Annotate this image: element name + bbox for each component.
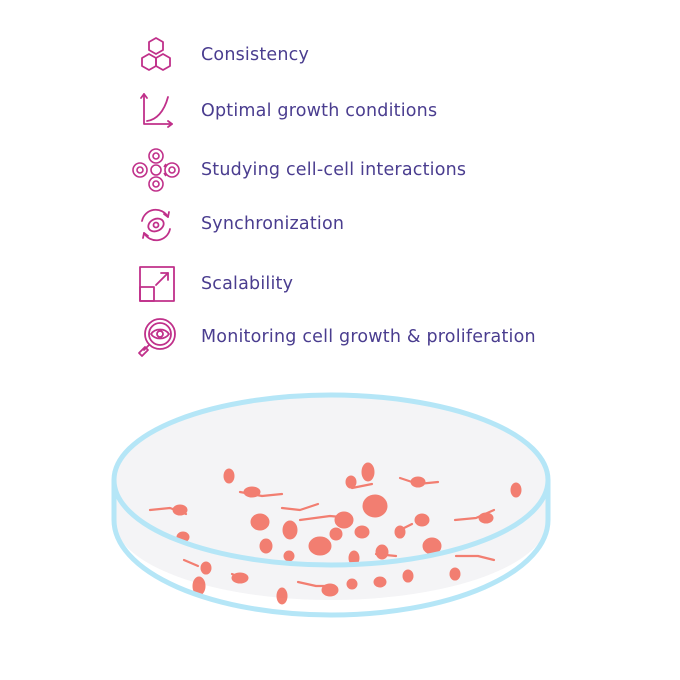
feature-label: Consistency — [201, 45, 310, 65]
cell — [345, 475, 357, 489]
feature-label: Optimal growth conditions — [201, 101, 438, 121]
cell-cycle-icon — [128, 203, 180, 247]
cell — [223, 468, 235, 484]
cell — [259, 538, 273, 554]
cell — [510, 482, 522, 498]
growth-curve-icon — [128, 90, 180, 134]
cell — [449, 567, 461, 581]
dish-inner-surface — [114, 395, 548, 565]
feature-item-synchronization: Synchronization — [128, 203, 648, 247]
cell-colony — [148, 462, 522, 605]
cell — [321, 583, 339, 597]
cell — [329, 527, 343, 541]
cell — [308, 536, 332, 556]
feature-item-consistency: Consistency — [128, 34, 648, 78]
cell — [414, 513, 430, 527]
cell — [334, 511, 354, 529]
dish-front-rim — [111, 479, 551, 568]
cell — [362, 494, 388, 518]
cell — [283, 550, 295, 562]
cell — [375, 544, 389, 560]
feature-item-cell-interactions: Studying cell-cell interactions — [128, 148, 648, 193]
cell — [373, 576, 387, 588]
dish-back-rim — [111, 392, 551, 481]
feature-label: Monitoring cell growth & proliferation — [201, 327, 536, 347]
feature-label: Scalability — [201, 274, 294, 294]
cell — [200, 561, 212, 575]
cell — [394, 525, 406, 539]
feature-label: Studying cell-cell interactions — [201, 160, 467, 180]
cell — [346, 578, 358, 590]
cell — [231, 572, 249, 584]
cell — [172, 504, 188, 516]
feature-label: Synchronization — [201, 214, 345, 234]
magnifier-eye-icon — [128, 316, 180, 360]
cell — [354, 525, 370, 539]
cell — [410, 476, 426, 488]
feature-item-monitoring: Monitoring cell growth & proliferation — [128, 316, 648, 360]
cell — [276, 587, 288, 605]
hexagon-cluster-icon — [128, 34, 180, 78]
cell — [243, 486, 261, 498]
feature-item-scalability: Scalability — [128, 263, 648, 307]
cell — [361, 462, 375, 482]
cell — [250, 513, 270, 531]
scale-up-icon — [128, 263, 180, 307]
cell — [478, 512, 494, 524]
cell — [282, 520, 298, 540]
cell-cluster-icon — [128, 148, 180, 193]
feature-list: Consistency Optimal growth conditions — [128, 34, 648, 360]
dish-bottom-rim — [111, 519, 551, 618]
petri-dish-illustration — [0, 360, 680, 680]
cell — [402, 569, 414, 583]
feature-item-optimal-growth: Optimal growth conditions — [128, 90, 648, 134]
